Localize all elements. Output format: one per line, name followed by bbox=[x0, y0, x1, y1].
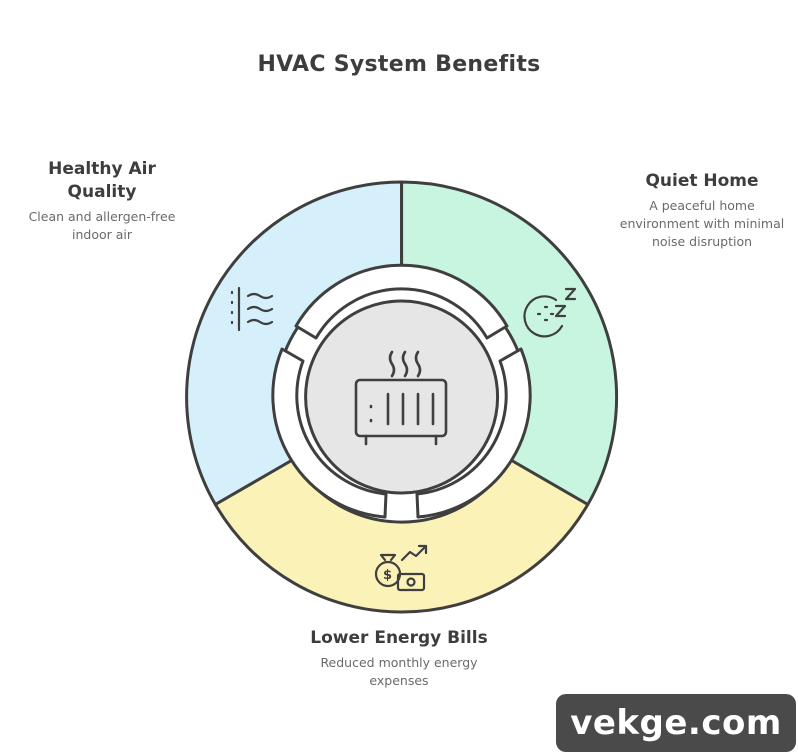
air-flow-icon bbox=[230, 286, 274, 332]
quiet-home-label: Quiet Home A peaceful home environment w… bbox=[612, 170, 792, 251]
lower-bills-description: Reduced monthly energy expenses bbox=[320, 655, 478, 688]
lower-bills-label: Lower Energy Bills Reduced monthly energ… bbox=[304, 627, 494, 690]
lower-bills-title: Lower Energy Bills bbox=[310, 628, 488, 648]
heater-radiator-icon bbox=[354, 350, 448, 446]
diagram-title: HVAC System Benefits bbox=[257, 52, 541, 77]
healthy-air-description: Clean and allergen-free indoor air bbox=[28, 209, 176, 242]
quiet-home-description: A peaceful home environment with minimal… bbox=[619, 198, 785, 249]
watermark-badge: vekge.com bbox=[556, 694, 796, 752]
segment-lower-bills bbox=[213, 458, 590, 614]
quiet-home-title: Quiet Home bbox=[645, 171, 759, 191]
sleep-zz-icon bbox=[523, 287, 577, 338]
money-growth-icon: $ bbox=[374, 544, 428, 592]
svg-text:$: $ bbox=[383, 568, 392, 583]
healthy-air-title: Healthy Air Quality bbox=[48, 159, 156, 202]
healthy-air-label: Healthy Air Quality Clean and allergen-f… bbox=[22, 158, 182, 244]
inner-ring bbox=[271, 263, 532, 519]
center-circle bbox=[304, 299, 500, 495]
